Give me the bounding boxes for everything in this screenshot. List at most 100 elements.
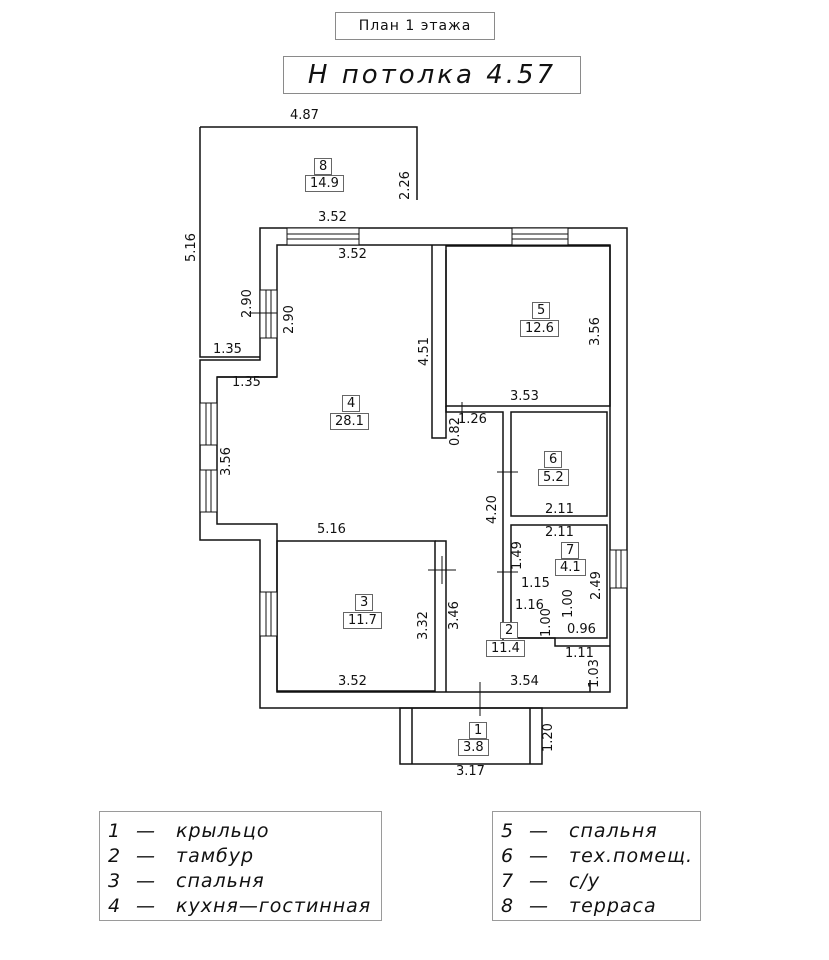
legend-num: 2 [108, 844, 122, 867]
room7-number: 7 [561, 542, 580, 559]
legend-dash: — [136, 819, 156, 842]
legend-left: 1 — крыльцо 2 — тамбур 3 — спальня 4 — к… [99, 811, 382, 921]
legend-num: 1 [108, 819, 122, 842]
window-top-right [511, 227, 569, 246]
legend-item: 5 — спальня [501, 818, 700, 843]
legend-num: 7 [501, 869, 515, 892]
dim-porch-width: 3.17 [456, 764, 485, 779]
dim-partition: 0.82 [448, 417, 463, 446]
legend-item: 3 — спальня [108, 868, 381, 893]
dim-top-wall: 3.52 [318, 210, 347, 225]
dim-corridor-height: 4.20 [485, 495, 500, 524]
legend-name: крыльцо [176, 819, 270, 842]
terrace-outline [200, 126, 418, 200]
wall-room4-right [431, 245, 447, 439]
dim-room4-bottom: 5.16 [317, 522, 346, 537]
room3-area: 11.7 [343, 612, 382, 629]
legend-item: 4 — кухня—гостинная [108, 893, 381, 918]
dim-hall-step: 1.35 [232, 375, 261, 390]
ceiling-height-label: Н потолка 4.57 [283, 56, 581, 94]
dim-wc-inner: 1.00 [561, 589, 576, 618]
dim-room6-width: 2.11 [545, 502, 574, 517]
legend-name: спальня [569, 819, 658, 842]
dim-wall-290-b: 2.90 [282, 305, 297, 334]
room1-number: 1 [469, 722, 488, 739]
dim-door-width: 1.26 [458, 412, 487, 427]
dim-terrace-left: 5.16 [184, 233, 199, 262]
dim-room3-height: 3.32 [416, 611, 431, 640]
legend-dash: — [529, 819, 549, 842]
room7-outline [510, 524, 608, 639]
dim-wall-290-a: 2.90 [240, 289, 255, 318]
legend-name: тамбур [176, 844, 255, 867]
dim-step-height: 1.03 [587, 659, 602, 688]
room8-number: 8 [314, 158, 333, 175]
legend-name: тех.помещ. [569, 844, 694, 867]
dim-door-149: 1.49 [510, 541, 525, 570]
window-left-lower [199, 469, 218, 513]
dim-room7-width: 2.11 [545, 525, 574, 540]
dim-room3-bottom: 3.52 [338, 674, 367, 689]
legend-dash: — [529, 844, 549, 867]
plan-title: План 1 этажа [335, 12, 495, 40]
room6-number: 6 [544, 451, 563, 468]
room3-right-wall [435, 540, 447, 692]
room4-area: 28.1 [330, 413, 369, 430]
dim-corridor: 1.15 [521, 576, 550, 591]
legend-item: 8 — терраса [501, 893, 700, 918]
legend-num: 5 [501, 819, 515, 842]
porch-outline [399, 707, 543, 765]
dim-room5-height: 3.56 [588, 317, 603, 346]
room3-number: 3 [355, 594, 374, 611]
legend-item: 6 — тех.помещ. [501, 843, 700, 868]
legend-num: 3 [108, 869, 122, 892]
window-top-left [286, 227, 360, 246]
window-terrace-wall [259, 289, 278, 339]
dim-porch-depth: 1.20 [541, 723, 556, 752]
legend-dash: — [136, 869, 156, 892]
legend-item: 7 — с/у [501, 868, 700, 893]
room6-area: 5.2 [538, 469, 569, 486]
legend-dash: — [136, 844, 156, 867]
legend-name: с/у [569, 869, 601, 892]
legend-dash: — [529, 869, 549, 892]
dim-room2-bottom: 3.54 [510, 674, 539, 689]
legend-num: 8 [501, 894, 515, 917]
room2-area: 11.4 [486, 640, 525, 657]
dim-terrace-width: 4.87 [290, 108, 319, 123]
dim-terrace-step: 1.35 [213, 342, 242, 357]
room7-area: 4.1 [555, 559, 586, 576]
room2-wall [503, 637, 610, 647]
room2-number: 2 [500, 622, 519, 639]
legend-name: кухня—гостинная [176, 894, 372, 917]
legend-dash: — [529, 894, 549, 917]
dim-wc-height: 2.49 [589, 571, 604, 600]
legend-dash: — [136, 894, 156, 917]
legend-num: 4 [108, 894, 122, 917]
room6-outline [510, 411, 608, 517]
corridor-wall [445, 406, 504, 650]
room5-outline [445, 245, 611, 407]
dim-room4-height: 4.51 [417, 337, 432, 366]
dim-step-width: 1.11 [565, 646, 594, 661]
dim-left-wall: 3.56 [219, 447, 234, 476]
legend-name: терраса [569, 894, 657, 917]
dim-room2-height: 3.46 [447, 601, 462, 630]
window-room7 [609, 549, 628, 589]
window-room3 [259, 591, 278, 637]
legend-num: 6 [501, 844, 515, 867]
room5-number: 5 [532, 302, 551, 319]
legend-name: спальня [176, 869, 265, 892]
terrace-left-edge [199, 127, 260, 358]
dim-terrace-height: 2.26 [398, 171, 413, 200]
legend-item: 1 — крыльцо [108, 818, 381, 843]
dim-room5-width: 3.53 [510, 389, 539, 404]
window-left-upper [199, 402, 218, 446]
legend-item: 2 — тамбур [108, 843, 381, 868]
room5-area: 12.6 [520, 320, 559, 337]
dim-corridor-100: 1.00 [539, 608, 554, 637]
dim-wc-bottom: 0.96 [567, 622, 596, 637]
outer-wall [199, 227, 628, 709]
room8-area: 14.9 [305, 175, 344, 192]
